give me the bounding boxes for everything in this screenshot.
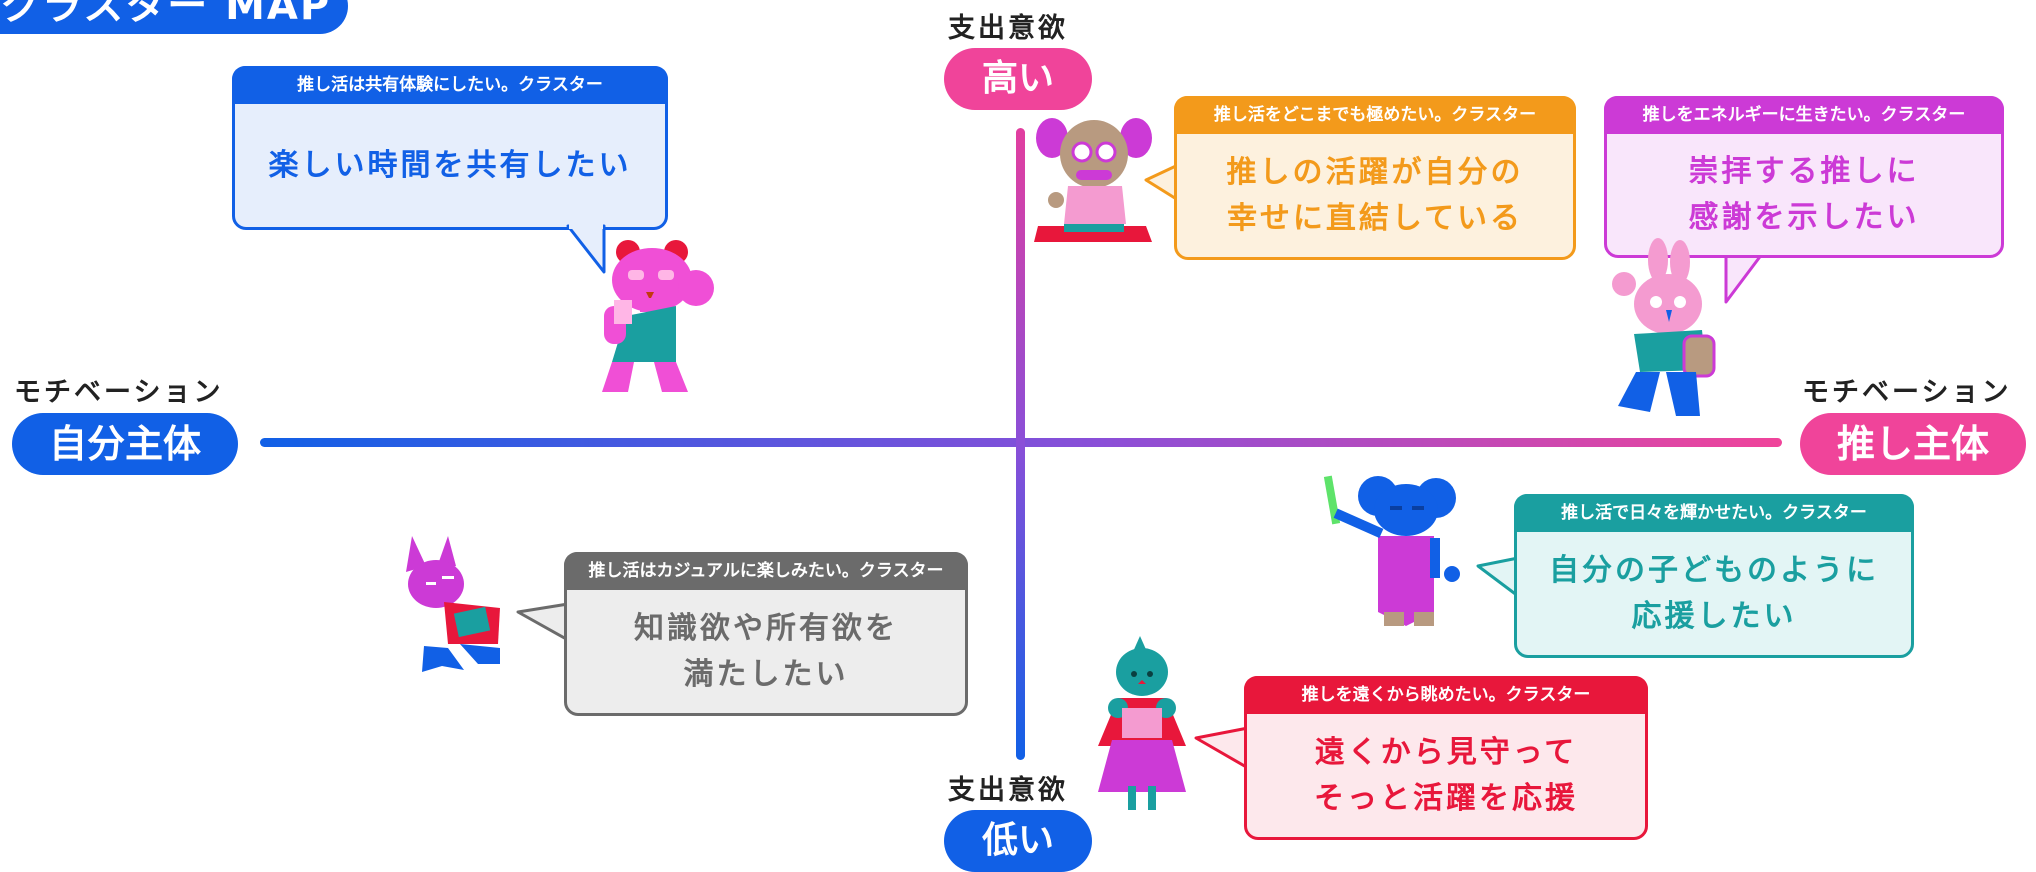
cluster-text-line: 自分の子どものように: [1549, 552, 1879, 588]
teal-bird-character-icon: [1098, 636, 1186, 810]
cluster-header: 推し活で日々を輝かせたい。クラスター: [1514, 494, 1914, 532]
cluster-header: 推し活は共有体験にしたい。クラスター: [232, 66, 668, 104]
cluster-header: 推し活はカジュアルに楽しみたい。クラスター: [564, 552, 968, 590]
tan-dog-character-icon: [1034, 118, 1152, 242]
map-title: クラスター MAP: [0, 0, 348, 34]
right-axis-pill: 推し主体: [1800, 413, 2026, 475]
cluster-text-line: 感謝を示したい: [1688, 199, 1920, 235]
cluster-header: 推し活をどこまでも極めたい。クラスター: [1174, 96, 1576, 134]
magenta-fox-character-icon: [406, 536, 500, 672]
cluster-card-share: 推し活は共有体験にしたい。クラスター 楽しい時間を共有したい: [232, 66, 668, 230]
cluster-card-master: 推し活をどこまでも極めたい。クラスター 推しの活躍が自分の 幸せに直結している: [1174, 96, 1576, 260]
cluster-text-line: 崇拝する推しに: [1688, 153, 1920, 189]
pink-rabbit-character-icon: [1612, 238, 1716, 416]
cluster-text-line: 知識欲や所有欲を: [634, 610, 898, 646]
cluster-header: 推しを遠くから眺めたい。クラスター: [1244, 676, 1648, 714]
cluster-card-distant: 推しを遠くから眺めたい。クラスター 遠くから見守って そっと活躍を応援: [1244, 676, 1648, 840]
left-axis-pill: 自分主体: [12, 413, 238, 475]
bottom-axis-pill: 低い: [944, 810, 1092, 872]
cluster-header: 推しをエネルギーに生きたい。クラスター: [1604, 96, 2004, 134]
top-axis-pill: 高い: [944, 48, 1092, 110]
cluster-card-energy: 推しをエネルギーに生きたい。クラスター 崇拝する推しに 感謝を示したい: [1604, 96, 2004, 258]
vertical-axis: [1016, 128, 1025, 760]
pink-bear-character-icon: [602, 240, 714, 392]
cluster-card-daily: 推し活で日々を輝かせたい。クラスター 自分の子どものように 応援したい: [1514, 494, 1914, 658]
right-axis-caption: モチベーション: [1802, 377, 2012, 408]
cluster-text-line: 楽しい時間を共有したい: [268, 147, 632, 183]
bottom-axis-caption: 支出意欲: [948, 775, 1068, 806]
cluster-text-line: 幸せに直結している: [1226, 200, 1524, 236]
top-axis-caption: 支出意欲: [948, 13, 1068, 44]
cluster-text-line: そっと活躍を応援: [1314, 780, 1578, 816]
cluster-card-casual: 推し活はカジュアルに楽しみたい。クラスター 知識欲や所有欲を 満たしたい: [564, 552, 968, 716]
cluster-text-line: 推しの活躍が自分の: [1226, 154, 1524, 190]
cluster-text-line: 満たしたい: [683, 656, 849, 692]
cluster-text-line: 応援したい: [1631, 598, 1797, 634]
cluster-text-line: 遠くから見守って: [1314, 734, 1578, 770]
blue-mouse-character-icon: [1323, 475, 1460, 626]
left-axis-caption: モチベーション: [14, 377, 224, 408]
